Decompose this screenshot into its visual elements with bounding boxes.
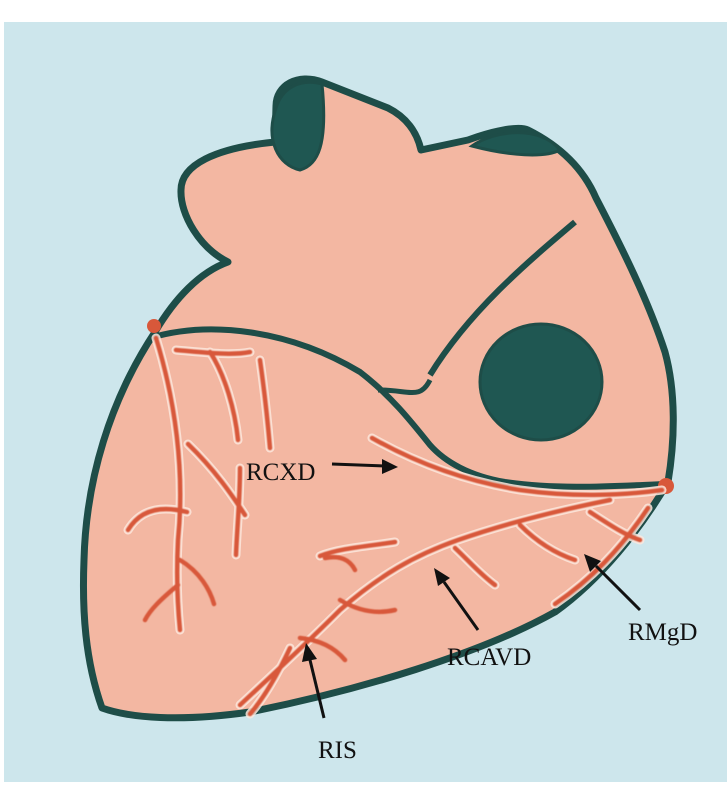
vein-cavity — [480, 324, 602, 440]
label-rcavd: RCAVD — [447, 644, 531, 671]
label-ris: RIS — [318, 737, 357, 764]
label-rcxd: RCXD — [246, 459, 315, 486]
label-rmgd: RMgD — [628, 619, 697, 646]
groove-dot-left — [147, 319, 161, 333]
